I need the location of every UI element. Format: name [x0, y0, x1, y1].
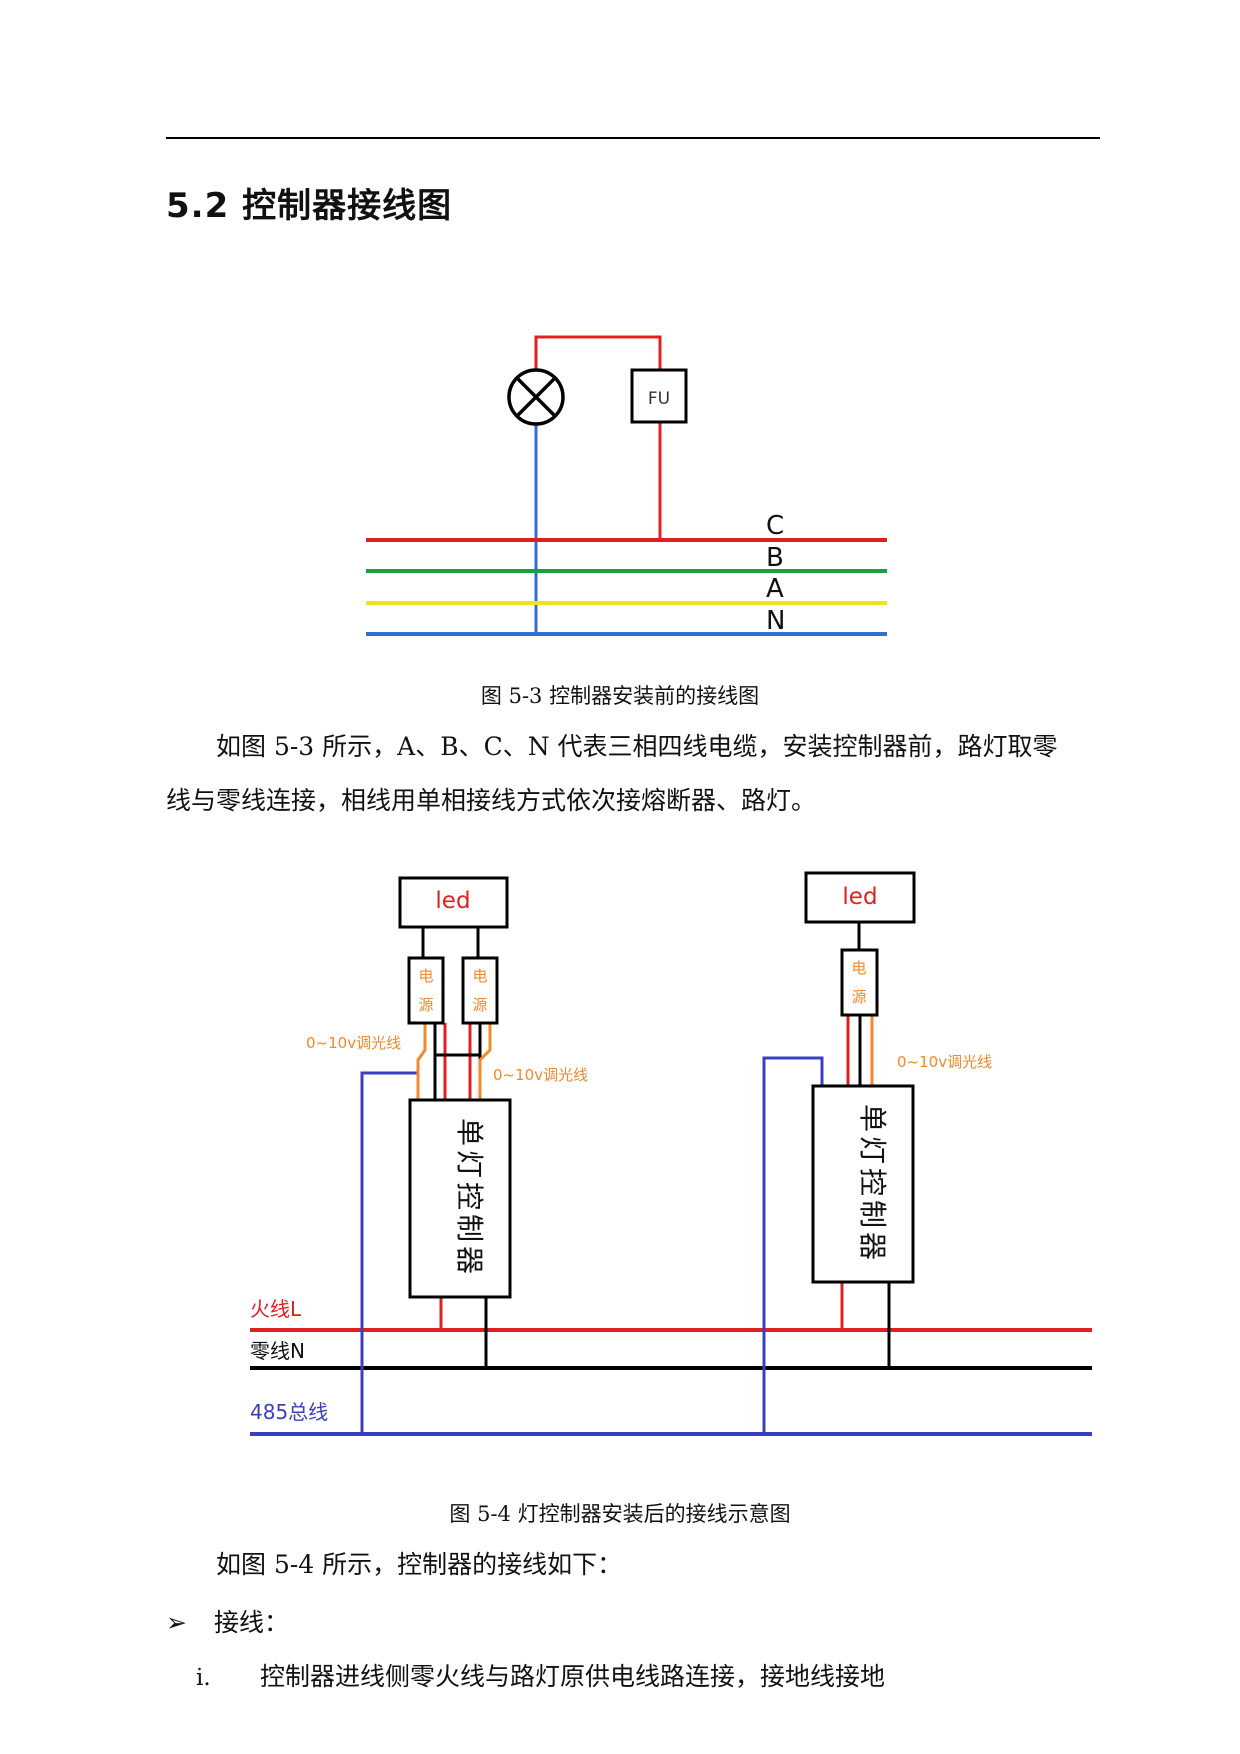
header-rule — [166, 137, 1100, 139]
figure-5-3-caption: 图 5-3 控制器安装前的接线图 — [480, 684, 760, 708]
paragraph-2-text: 如图 5-4 所示，控制器的接线如下： — [216, 1550, 623, 1579]
neutral-label: 零线N — [250, 1339, 305, 1363]
bullet-text: 接线： — [214, 1608, 290, 1637]
list-item-1: i. 控制器进线侧零火线与路灯原供电线路连接，接地线接地 — [196, 1657, 885, 1693]
list-item-text: 控制器进线侧零火线与路灯原供电线路连接，接地线接地 — [260, 1662, 886, 1691]
right-controller-label: 单灯控制器 — [856, 1104, 889, 1264]
svg-text:源: 源 — [851, 988, 866, 1006]
svg-text:源: 源 — [472, 996, 487, 1014]
right-dimming-label: 0~10v调光线 — [897, 1053, 992, 1071]
phase-c-label: C — [766, 511, 784, 541]
right-bus-wire — [762, 1056, 824, 1434]
right-led-label: led — [842, 884, 877, 910]
figure-5-4-diagram: led 电 源 电 源 0~10v调光线 0~10v调光线 单灯控制器 led … — [250, 871, 1092, 1436]
bus-label: 485总线 — [250, 1400, 328, 1424]
paragraph-2: 如图 5-4 所示，控制器的接线如下： — [166, 1538, 1100, 1592]
paragraph-1: 如图 5-3 所示，A、B、C、N 代表三相四线电缆，安装控制器前，路灯取零 线… — [166, 720, 1100, 828]
bullet-wiring: ➢ 接线： — [166, 1603, 289, 1639]
svg-text:电: 电 — [472, 967, 487, 985]
left-controller-box — [408, 1098, 512, 1299]
right-led-box — [804, 871, 916, 924]
figure-5-4-caption: 图 5-4 灯控制器安装后的接线示意图 — [449, 1502, 791, 1526]
left-dimming-label-2: 0~10v调光线 — [493, 1066, 588, 1084]
bullet-arrow-icon: ➢ — [166, 1608, 187, 1637]
fuse-label: FU — [648, 389, 670, 409]
lamp-icon — [507, 368, 565, 426]
right-psu — [840, 948, 879, 1017]
left-psu-2 — [461, 956, 499, 1025]
fuse-box — [630, 368, 688, 424]
paragraph-1-line-1: 如图 5-3 所示，A、B、C、N 代表三相四线电缆，安装控制器前，路灯取零 — [216, 732, 1058, 761]
list-item-number: i. — [196, 1665, 211, 1691]
left-controller-label: 单灯控制器 — [453, 1118, 486, 1278]
lamp-to-fuse-wire — [534, 335, 662, 385]
left-led-label: led — [435, 888, 470, 914]
figure-5-3-diagram: FU C B A N — [366, 335, 887, 636]
svg-text:电: 电 — [851, 959, 866, 977]
phase-n-label: N — [766, 606, 785, 636]
section-title: 5.2 控制器接线图 — [166, 186, 453, 226]
live-label: 火线L — [250, 1297, 302, 1321]
svg-text:电: 电 — [418, 967, 433, 985]
paragraph-1-line-2: 线与零线连接，相线用单相接线方式依次接熔断器、路灯。 — [166, 786, 817, 815]
left-dimming-label-1: 0~10v调光线 — [306, 1034, 401, 1052]
phase-a-label: A — [766, 574, 784, 604]
left-psu-1 — [407, 956, 445, 1025]
svg-text:源: 源 — [418, 996, 433, 1014]
left-led-box — [398, 876, 509, 929]
phase-b-label: B — [766, 543, 784, 573]
right-controller-box — [811, 1084, 915, 1284]
